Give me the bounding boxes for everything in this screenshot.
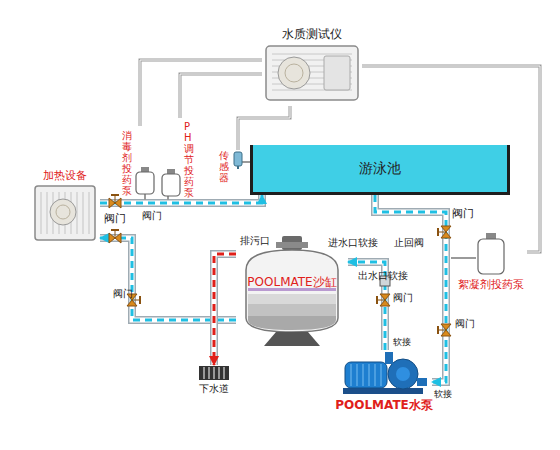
part-label: 进水口软接 [328,236,378,250]
sand-filter: POOLMATE沙缸 [236,236,348,348]
signal-wire [180,74,262,118]
pipe-bore [100,195,262,203]
dosing-bottle [160,168,182,198]
dosing-bottle [476,232,506,276]
sensor: 传感器 [216,150,248,190]
part-label: 止回阀 [394,236,424,250]
part-label: 出水口软接 [358,270,368,281]
pipe-wall [100,195,262,203]
part-label: 阀门 [455,318,465,329]
node-label: 传感器 [219,150,229,183]
part-label: 软接 [434,388,452,401]
dosing-pump: 絮凝剂投药泵 [455,232,527,302]
node-label: 水质测试仪 [282,26,342,43]
wire-outline [238,106,290,150]
dosing-pump: PH调节投药泵 [158,118,196,198]
wire-core [180,74,262,118]
valve-symbol [109,195,451,336]
flow-marks [100,195,262,203]
node-label: 下水道 [199,382,229,396]
sensor-probe [231,150,245,170]
tester-device: 水质测试仪 [262,26,362,106]
node-label: 消毒剂投药泵 [122,130,132,196]
part-label: 阀门 [142,210,152,221]
pipe-wall [214,254,236,365]
sand-filter-illustration [236,236,348,348]
part-label: 阀门 [113,288,123,299]
drain-grate [198,365,230,381]
part-label: 排污口 [240,234,270,248]
wire-core [140,60,262,126]
pool-basin: 游泳池 [250,145,510,195]
node-label: POOLMATE水泵 [335,397,433,414]
check-valve-symbol [380,276,390,286]
pump-illustration [339,350,429,396]
water-pipe [100,195,262,203]
part-label: 阀门 [104,211,126,226]
part-label: 阀门 [452,206,474,221]
signal-wire [238,106,290,150]
pipe-bore [214,254,236,365]
drain: 下水道 [196,365,232,401]
node-label: PH调节投药泵 [184,121,194,198]
water-pump: POOLMATE水泵 [336,350,432,420]
heater-illustration [33,184,97,242]
drain-pipe [214,254,236,365]
wire-outline [140,60,262,126]
wire-core [238,106,290,150]
part-label: 阀门 [393,292,403,303]
flow-marks [214,254,236,365]
part-label: 软接 [393,336,411,349]
dosing-pump: 消毒剂投药泵 [120,126,158,196]
tester-illustration [264,44,360,102]
heater-device: 加热设备 [30,168,100,248]
signal-wire [140,60,262,126]
dosing-bottle [134,166,156,196]
node-label: POOLMATE沙缸 [247,274,336,291]
node-label: 絮凝剂投药泵 [458,277,524,292]
wire-outline [180,74,262,118]
node-label: 加热设备 [43,168,87,183]
node-label: 游泳池 [359,160,401,178]
